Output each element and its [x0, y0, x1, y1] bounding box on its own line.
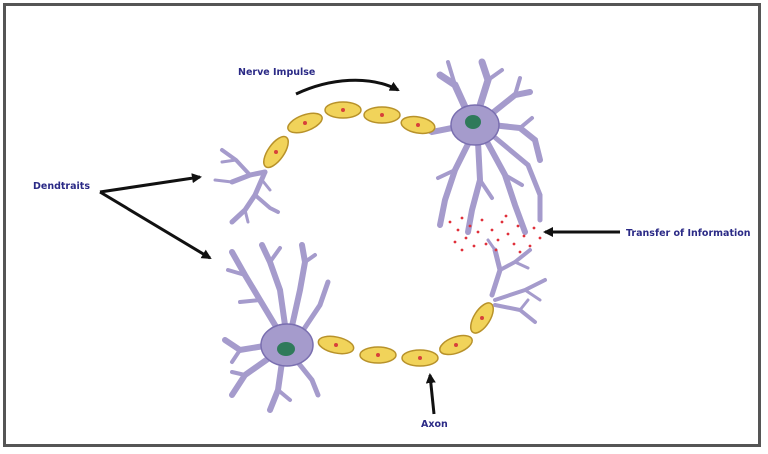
upper-axon-dots [274, 108, 420, 154]
neurotransmitter-dots [448, 214, 542, 254]
lower-axon-dots [334, 316, 484, 360]
lower-neuron-nucleus [277, 342, 295, 356]
transfer-of-information-label: Transfer of Information [626, 228, 751, 239]
dendrites-arrow-upper [99, 173, 202, 194]
axon-label: Axon [421, 419, 448, 430]
lower-neuron [222, 242, 331, 413]
nerve-impulse-arrow [295, 78, 400, 96]
upper-axon-terminal [213, 148, 280, 225]
lower-axon-terminal [486, 238, 547, 324]
axon-arrow [425, 373, 436, 415]
upper-axon [263, 101, 436, 169]
upper-neuron [417, 58, 543, 235]
dendrites-arrow-lower [99, 190, 212, 260]
upper-neuron-nucleus [465, 115, 481, 129]
diagram-frame [3, 3, 761, 447]
nerve-impulse-label: Nerve Impulse [238, 67, 315, 78]
dendrites-label: Dendtraits [33, 181, 90, 192]
lower-axon [317, 302, 495, 367]
